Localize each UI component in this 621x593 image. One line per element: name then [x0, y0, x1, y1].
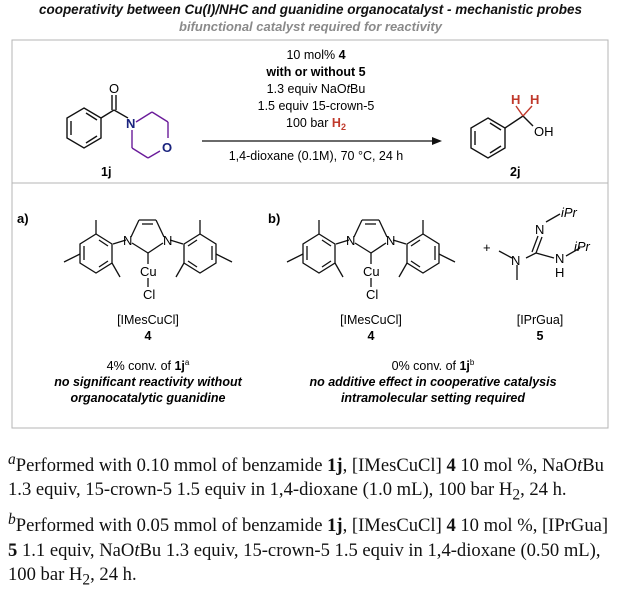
reaction-arrow — [202, 137, 442, 145]
panel-a-catalyst-number: 4 — [145, 329, 152, 343]
panel-b-tag: b) — [268, 211, 280, 226]
panel-a-imescucl-structure — [63, 219, 233, 287]
condition-solvent-temp-time: 1,4-dioxane (0.1M), 70 °C, 24 h — [229, 149, 404, 163]
condition-hydrogen: 100 bar H2 — [286, 116, 346, 132]
panel-a-copper: Cu — [140, 264, 157, 279]
footnote-a-part: Performed with 0.10 mmol of benzamide — [15, 455, 328, 477]
panel-a-conversion: 4% conv. of 1ja — [107, 358, 190, 373]
condition-cocatalyst: with or without 5 — [265, 65, 365, 79]
footnote-b-compound: 4 — [446, 515, 456, 537]
footnote-a-marker: a — [8, 451, 16, 468]
panel-b-catalyst-name: [IMesCuCl] — [340, 313, 402, 327]
panel-a-nitrogen-1: N — [123, 233, 132, 248]
reaction-scheme: O N O 1j 10 mol% 4 with or without 5 1.3… — [11, 39, 609, 429]
footnote-b-marker: b — [8, 511, 16, 529]
panel-a-note-line1: no significant reactivity without — [54, 375, 242, 389]
footnote-a-part: Bu 1.3 equiv, 15-crown-5 1.5 equiv in 1,… — [8, 455, 604, 501]
panel-b-imescucl-structure — [286, 219, 456, 287]
panel-b-catalyst-number: 4 — [368, 329, 375, 343]
footnote-a-subscript: 2 — [512, 487, 521, 505]
panel-a-nitrogen-2: N — [163, 233, 172, 248]
panel-b-note-line2: intramolecular setting required — [341, 391, 525, 405]
footnote-b-part: 10 mol %, [IPrGua] — [455, 515, 609, 537]
panel-b-copper: Cu — [363, 264, 380, 279]
footnote-a-part: t — [577, 455, 583, 477]
carbonyl-oxygen-label: O — [109, 81, 119, 96]
panel-a-tag: a) — [17, 211, 29, 226]
scheme-subtitle: bifunctional catalyst required for react… — [179, 19, 442, 34]
product-hydrogen-1: H — [511, 92, 520, 107]
product-hydroxyl-label: OH — [534, 124, 554, 139]
product-hydrogen-2: H — [530, 92, 539, 107]
scheme-footnotes: aPerformed with 0.10 mmol of benzamide 1… — [8, 448, 614, 593]
condition-catalyst: 10 mol% 4 — [286, 48, 345, 62]
starting-material-label: 1j — [101, 165, 111, 179]
condition-crown-ether: 1.5 equiv 15-crown-5 — [258, 99, 375, 113]
scheme-frame — [11, 39, 609, 429]
guanidine-name: [IPrGua] — [517, 313, 564, 327]
footnote-a-compound: 1j — [327, 455, 343, 477]
iprgua-5-structure — [498, 213, 581, 280]
footnote-b-part: Performed with 0.05 mmol of benzamide — [15, 515, 328, 537]
product-label: 2j — [510, 165, 520, 179]
guanidine-number: 5 — [537, 329, 544, 343]
footnote-b-part: , 24 h. — [90, 563, 137, 585]
panel-a-catalyst-name: [IMesCuCl] — [117, 313, 179, 327]
panel-b-chloride: Cl — [366, 287, 378, 302]
morpholine-oxygen-label: O — [162, 140, 172, 155]
guanidine-nh-hydrogen: H — [555, 265, 564, 280]
guanidine-ipr-2: iPr — [574, 239, 591, 254]
footnote-b-part: , [IMesCuCl] — [342, 515, 447, 537]
amide-nitrogen-label: N — [126, 116, 135, 131]
guanidine-amine-nitrogen-1: N — [511, 253, 520, 268]
scheme-title: cooperativity between Cu(I)/NHC and guan… — [38, 2, 583, 17]
footnote-a-part: , [IMesCuCl] — [342, 455, 447, 477]
footnote-b-part: Bu 1.3 equiv, 15-crown-5 1.5 equiv in 1,… — [8, 539, 601, 585]
plus-sign: + — [483, 240, 491, 255]
footnote-b-compound: 1j — [327, 515, 343, 537]
guanidine-imine-nitrogen: N — [535, 222, 544, 237]
benzamide-1j-structure — [66, 95, 169, 159]
benzyl-alcohol-2j-structure — [470, 105, 534, 159]
footnote-b-part: t — [134, 539, 140, 561]
footnote-b-compound: 5 — [8, 539, 18, 561]
footnotes-text: aPerformed with 0.10 mmol of benzamide 1… — [8, 448, 614, 593]
footnote-b-subscript: 2 — [82, 571, 91, 589]
footnote-a-part: 10 mol %, NaO — [455, 455, 578, 477]
guanidine-amine-nitrogen-2: N — [555, 251, 564, 266]
footnote-b-part: 1.1 equiv, NaO — [17, 539, 135, 561]
guanidine-ipr-1: iPr — [561, 205, 578, 220]
panel-b-nitrogen-1: N — [346, 233, 355, 248]
condition-base: 1.3 equiv NaOtBu — [267, 82, 366, 96]
panel-a-chloride: Cl — [143, 287, 155, 302]
panel-b-nitrogen-2: N — [386, 233, 395, 248]
panel-b-note-line1: no additive effect in cooperative cataly… — [309, 375, 556, 389]
footnote-a-compound: 4 — [446, 455, 456, 477]
panel-a-note-line2: organocatalytic guanidine — [71, 391, 226, 405]
panel-b-conversion: 0% conv. of 1jb — [392, 358, 475, 373]
footnote-a-part: , 24 h. — [520, 479, 567, 501]
